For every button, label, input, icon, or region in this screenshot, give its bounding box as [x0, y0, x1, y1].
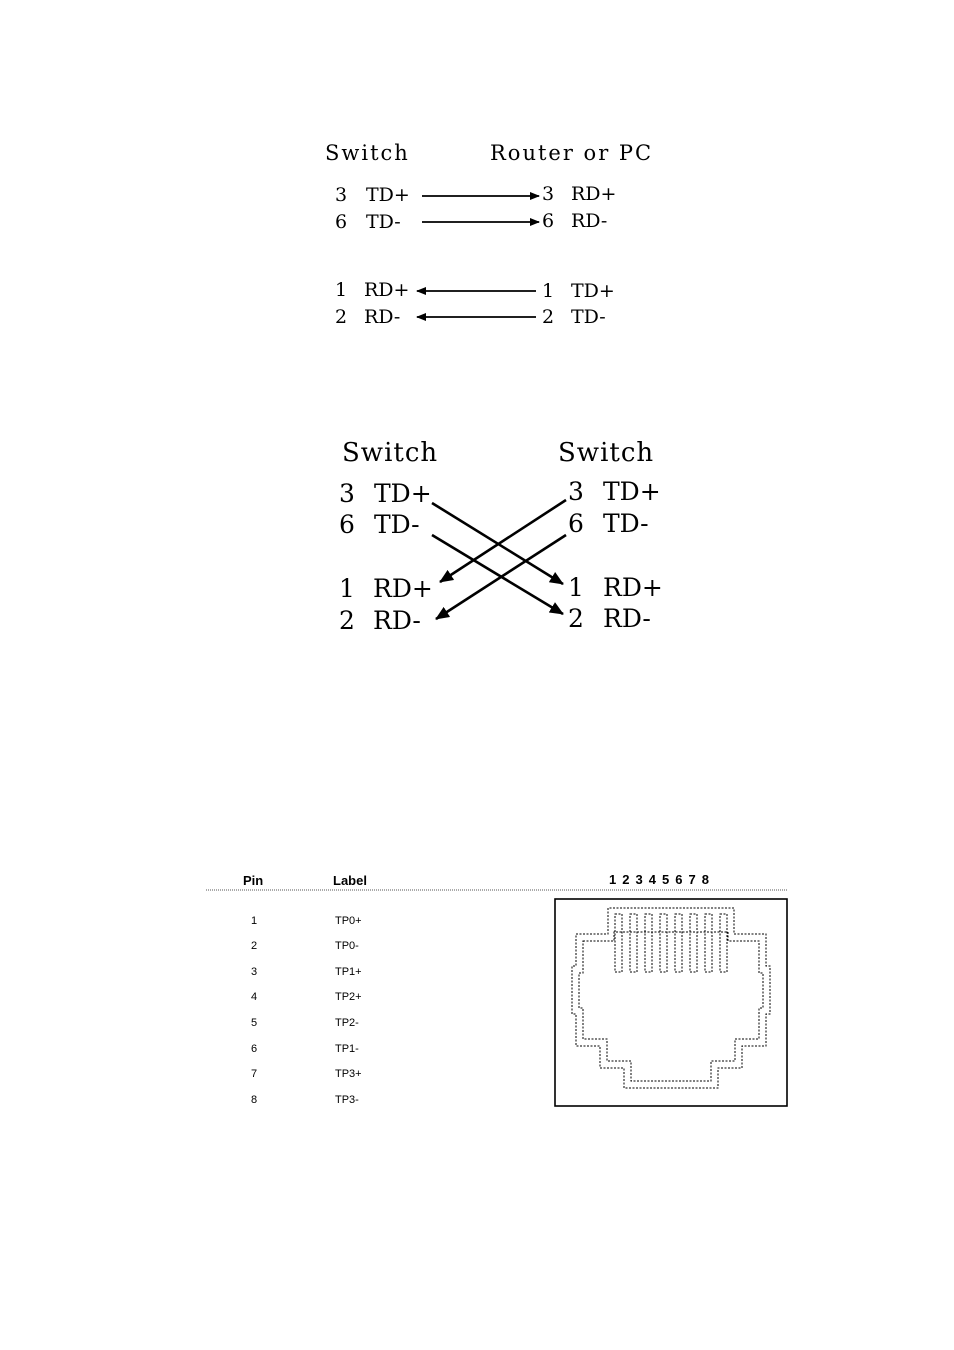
cross-left-sig-1: TD+ [374, 479, 432, 508]
straight-right-num-3: 1 [542, 280, 554, 302]
cross-right-sig-2: TD- [603, 509, 649, 538]
jack-outline-outer [572, 908, 770, 1088]
jack-contact [705, 914, 712, 972]
jack-contact [660, 914, 667, 972]
cross-right-sig-3: RD+ [603, 573, 663, 602]
cross-right-num-3: 1 [568, 573, 584, 602]
straight-left-sig-4: RD- [364, 306, 400, 328]
cross-left-title: Switch [342, 438, 438, 468]
jack-outline-inner [579, 932, 763, 1081]
label-column-header: Label [333, 873, 367, 888]
pinout-section: Pin Label 1 2 3 4 5 6 7 8 1 TP0+ 2 TP0- … [206, 872, 787, 1106]
pin-number: 5 [251, 1017, 257, 1029]
cross-left-num-2: 6 [339, 510, 355, 539]
straight-left-num-1: 3 [335, 184, 347, 206]
cross-arrow-right-td-minus [436, 535, 566, 619]
straight-through-diagram: Switch Router or PC 3 TD+ 6 TD- 1 RD+ 2 … [325, 141, 653, 328]
cross-left-num-4: 2 [339, 606, 355, 635]
cross-right-title: Switch [558, 438, 654, 468]
straight-right-title: Router or PC [490, 141, 653, 165]
cross-right-num-1: 3 [568, 477, 584, 506]
jack-contact [630, 914, 637, 972]
rj45-jack-illustration [555, 899, 787, 1106]
cross-right-sig-1: TD+ [603, 477, 661, 506]
cross-left-num-3: 1 [339, 574, 355, 603]
pin-number: 1 [251, 915, 257, 927]
jack-contact [690, 914, 697, 972]
cross-right-sig-4: RD- [603, 604, 651, 633]
straight-right-sig-4: TD- [571, 306, 606, 328]
pin-label: TP0- [335, 940, 359, 952]
jack-contact [645, 914, 652, 972]
straight-right-sig-2: RD- [571, 210, 607, 232]
cross-right-num-2: 6 [568, 509, 584, 538]
straight-left-title: Switch [325, 141, 410, 165]
pin-number: 4 [251, 991, 257, 1003]
jack-contacts [615, 914, 727, 972]
jack-frame [555, 899, 787, 1106]
cross-arrow-right-td-plus [440, 500, 566, 582]
pin-label: TP0+ [335, 915, 362, 927]
pin-number: 7 [251, 1068, 257, 1080]
pin-label: TP2- [335, 1017, 359, 1029]
straight-right-sig-3: TD+ [571, 280, 615, 302]
pin-column-header: Pin [243, 873, 263, 888]
pin-number: 8 [251, 1094, 257, 1106]
cross-left-sig-3: RD+ [373, 574, 433, 603]
straight-left-num-2: 6 [335, 211, 347, 233]
straight-left-num-3: 1 [335, 279, 347, 301]
pin-number: 6 [251, 1043, 257, 1055]
straight-left-sig-3: RD+ [364, 279, 409, 301]
pin-label: TP3+ [335, 1068, 362, 1080]
pin-rows: 1 TP0+ 2 TP0- 3 TP1+ 4 TP2+ 5 TP2- 6 TP1… [251, 915, 362, 1106]
straight-right-num-1: 3 [542, 183, 554, 205]
straight-right-num-4: 2 [542, 306, 554, 328]
cross-left-num-1: 3 [339, 479, 355, 508]
pin-number: 2 [251, 940, 257, 952]
cross-left-sig-2: TD- [374, 510, 420, 539]
straight-right-sig-1: RD+ [571, 183, 616, 205]
crossover-diagram: Switch Switch 3 TD+ 6 TD- 1 RD+ 2 RD- 3 … [339, 438, 663, 635]
jack-contact [720, 914, 727, 972]
cross-left-sig-4: RD- [373, 606, 421, 635]
jack-contact [615, 914, 622, 972]
cross-right-num-4: 2 [568, 604, 584, 633]
connector-pin-numbers: 1 2 3 4 5 6 7 8 [609, 872, 710, 887]
pin-number: 3 [251, 966, 257, 978]
straight-right-num-2: 6 [542, 210, 554, 232]
pin-label: TP3- [335, 1094, 359, 1106]
pin-label: TP1- [335, 1043, 359, 1055]
straight-left-sig-2: TD- [366, 211, 401, 233]
jack-contact [675, 914, 682, 972]
pin-label: TP1+ [335, 966, 362, 978]
pin-label: TP2+ [335, 991, 362, 1003]
straight-left-num-4: 2 [335, 306, 347, 328]
straight-left-sig-1: TD+ [366, 184, 410, 206]
